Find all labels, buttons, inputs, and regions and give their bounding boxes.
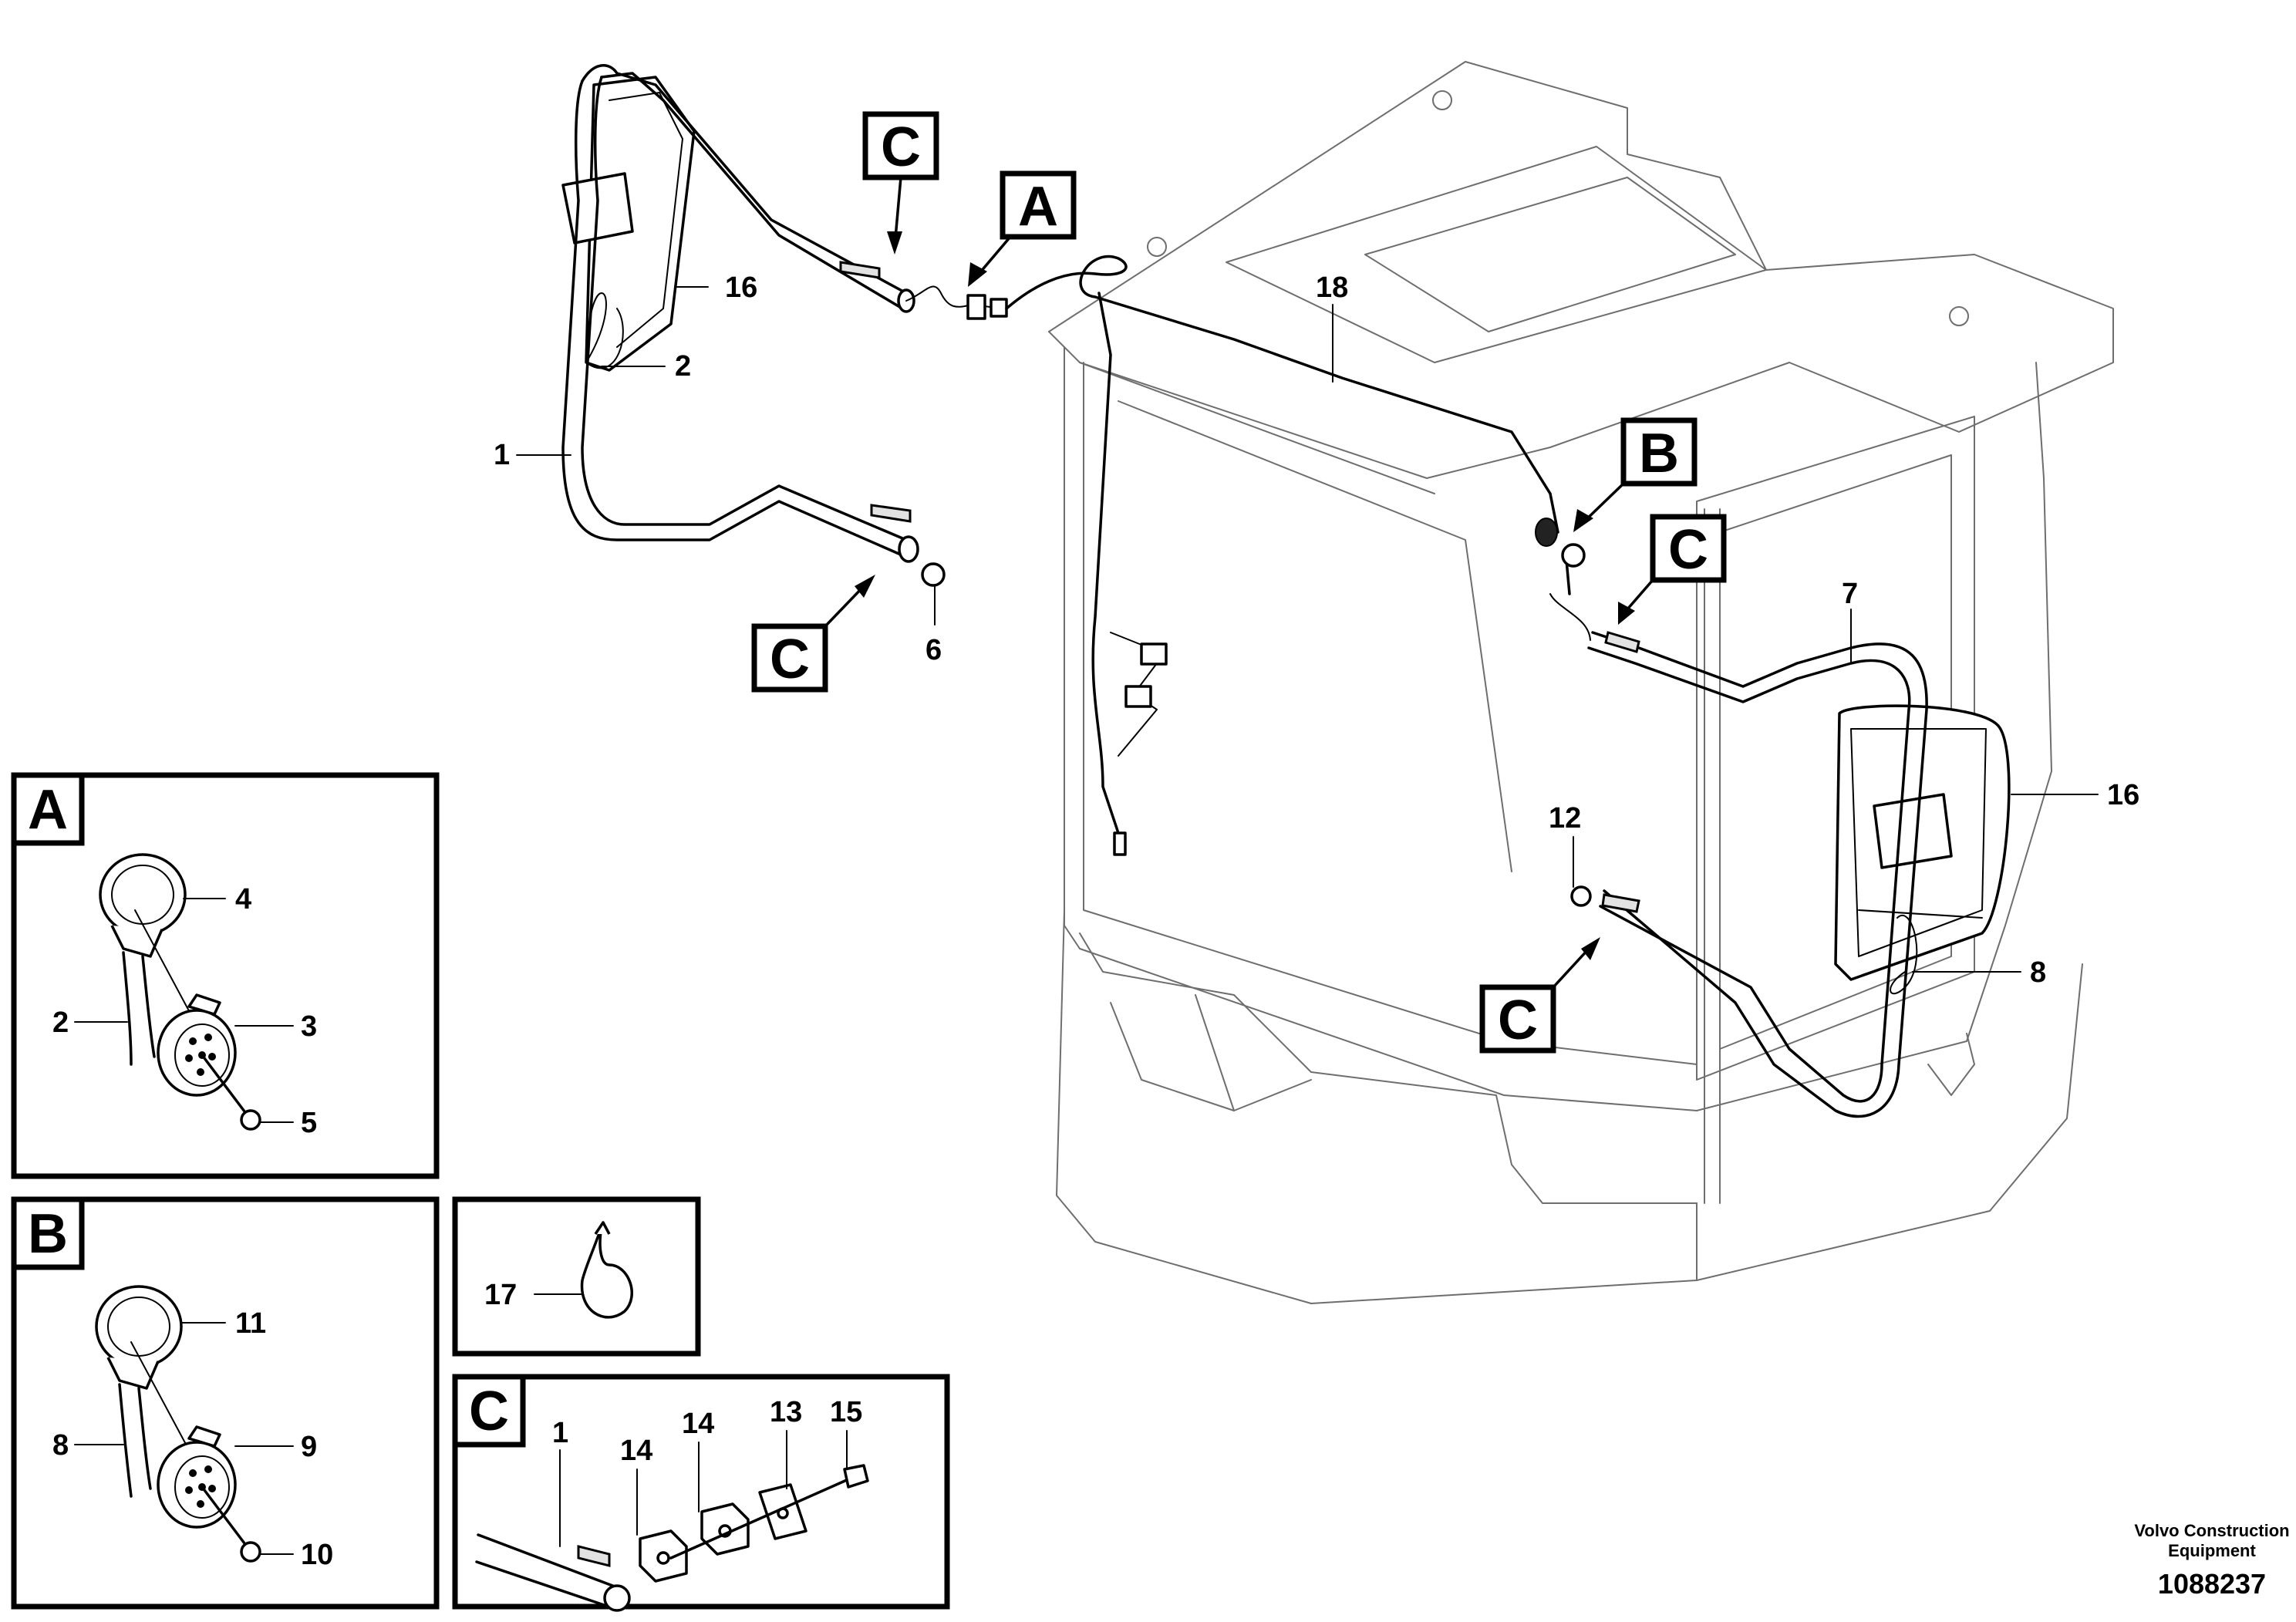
callout-16-left: 16	[725, 271, 757, 304]
svg-text:C: C	[881, 116, 921, 178]
detail-c-label-15: 15	[830, 1396, 862, 1428]
detail-b-label-10: 10	[301, 1539, 333, 1571]
detail-c-label-1: 1	[552, 1417, 568, 1449]
detail-c-label-13: 13	[770, 1396, 802, 1428]
right-mirror-assembly	[1549, 593, 2011, 1118]
detail-17: 17	[452, 1196, 701, 1357]
detail-b-letter: B	[28, 1203, 68, 1265]
tag-b-main	[1620, 417, 1698, 487]
detail-c: C 1 14 14 13 15	[452, 1374, 950, 1612]
callout-16-right: 16	[2107, 779, 2139, 811]
svg-text:A: A	[1018, 176, 1058, 238]
detail-a-label-2: 2	[52, 1007, 69, 1039]
tag-c-right-top	[1650, 514, 1727, 583]
svg-text:C: C	[1668, 519, 1708, 581]
svg-text:C: C	[770, 629, 810, 690]
callout-12: 12	[1549, 802, 1581, 835]
main-callouts: 16 2 1 6 18 7 16 8 12	[494, 271, 2139, 989]
detail-17-label: 17	[484, 1279, 517, 1311]
left-mirror-assembly	[561, 64, 1008, 587]
svg-text:B: B	[1639, 423, 1679, 484]
detail-b: B 11 8 9 10	[11, 1196, 440, 1610]
callout-2: 2	[675, 350, 691, 383]
detail-a: A 4 2 3 5	[11, 772, 440, 1179]
detail-c-letter: C	[469, 1381, 509, 1442]
detail-b-label-8: 8	[52, 1429, 69, 1462]
footer: Volvo Construction Equipment 1088237	[2134, 1521, 2289, 1600]
company-line-2: Equipment	[2168, 1541, 2256, 1560]
detail-c-label-14b: 14	[682, 1408, 714, 1440]
detail-a-label-5: 5	[301, 1107, 317, 1139]
drawing-number: 1088237	[2158, 1568, 2266, 1600]
cab-body	[1048, 61, 2114, 1304]
tag-boxes: C A C B C C	[751, 111, 1727, 1054]
company-line-1: Volvo Construction	[2134, 1521, 2289, 1540]
detail-a-label-3: 3	[301, 1010, 317, 1043]
tag-a-top	[1000, 170, 1077, 240]
callout-6: 6	[925, 634, 942, 666]
detail-a-letter: A	[28, 779, 68, 841]
tag-c-right-bottom	[1479, 984, 1556, 1054]
tag-c-left	[751, 623, 828, 693]
svg-text:C: C	[1498, 990, 1538, 1051]
callout-18: 18	[1316, 271, 1348, 304]
detail-a-label-4: 4	[235, 883, 251, 916]
harness-18	[1005, 255, 1586, 856]
callout-7: 7	[1842, 578, 1858, 610]
detail-b-label-11: 11	[235, 1307, 266, 1340]
detail-b-label-9: 9	[301, 1431, 317, 1463]
detail-c-label-14a: 14	[620, 1435, 652, 1467]
callout-1: 1	[494, 439, 510, 471]
callout-8: 8	[2030, 956, 2046, 989]
